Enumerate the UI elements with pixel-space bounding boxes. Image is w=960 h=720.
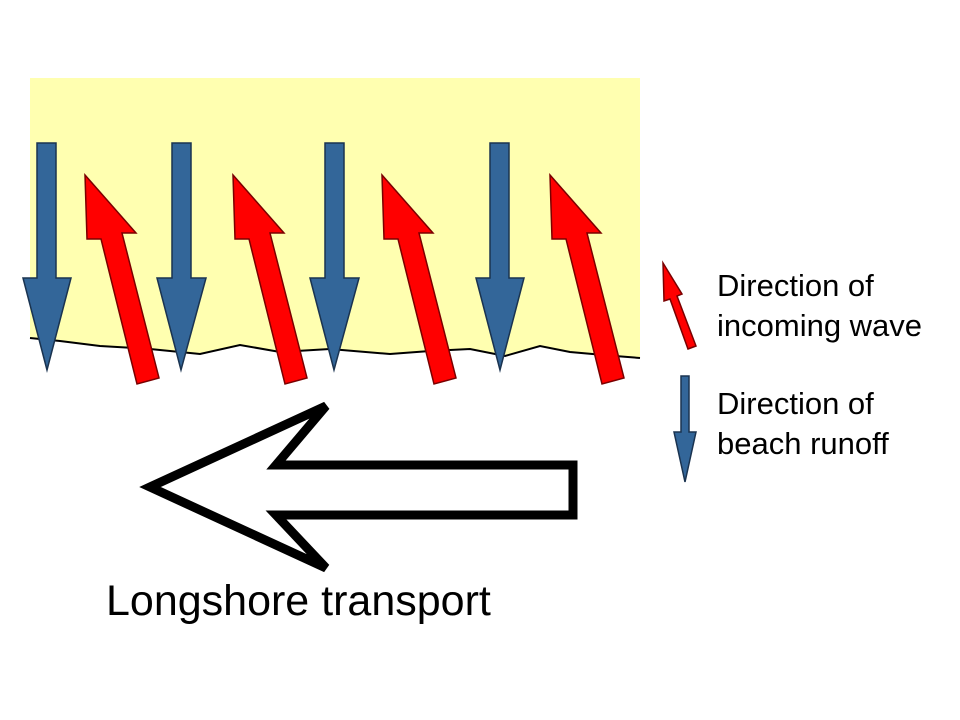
runoff-arrow xyxy=(475,142,525,373)
wave-arrow-group xyxy=(84,172,625,385)
longshore-transport-caption: Longshore transport xyxy=(106,577,491,625)
legend-beach-runoff-line1: Direction of xyxy=(717,386,874,421)
runoff-arrow xyxy=(156,142,207,373)
legend-incoming-wave-line1: Direction of xyxy=(717,268,874,303)
wave-arrow xyxy=(381,172,457,385)
legend-beach-runoff-line2: beach runoff xyxy=(717,426,889,461)
wave-arrow xyxy=(84,172,160,385)
runoff-arrow-group xyxy=(22,142,525,373)
wave-arrow xyxy=(549,172,625,385)
wave-arrow xyxy=(232,172,308,385)
legend-wave-arrow-icon xyxy=(662,260,697,350)
legend-incoming-wave-label: Direction of incoming wave xyxy=(717,266,922,346)
longshore-transport-arrow xyxy=(139,401,578,573)
legend-runoff-arrow-icon xyxy=(673,375,697,483)
shoreline xyxy=(29,337,641,359)
legend-incoming-wave-line2: incoming wave xyxy=(717,308,923,343)
legend-beach-runoff-label: Direction of beach runoff xyxy=(717,384,889,464)
runoff-arrow xyxy=(22,142,72,373)
runoff-arrow xyxy=(309,142,360,373)
